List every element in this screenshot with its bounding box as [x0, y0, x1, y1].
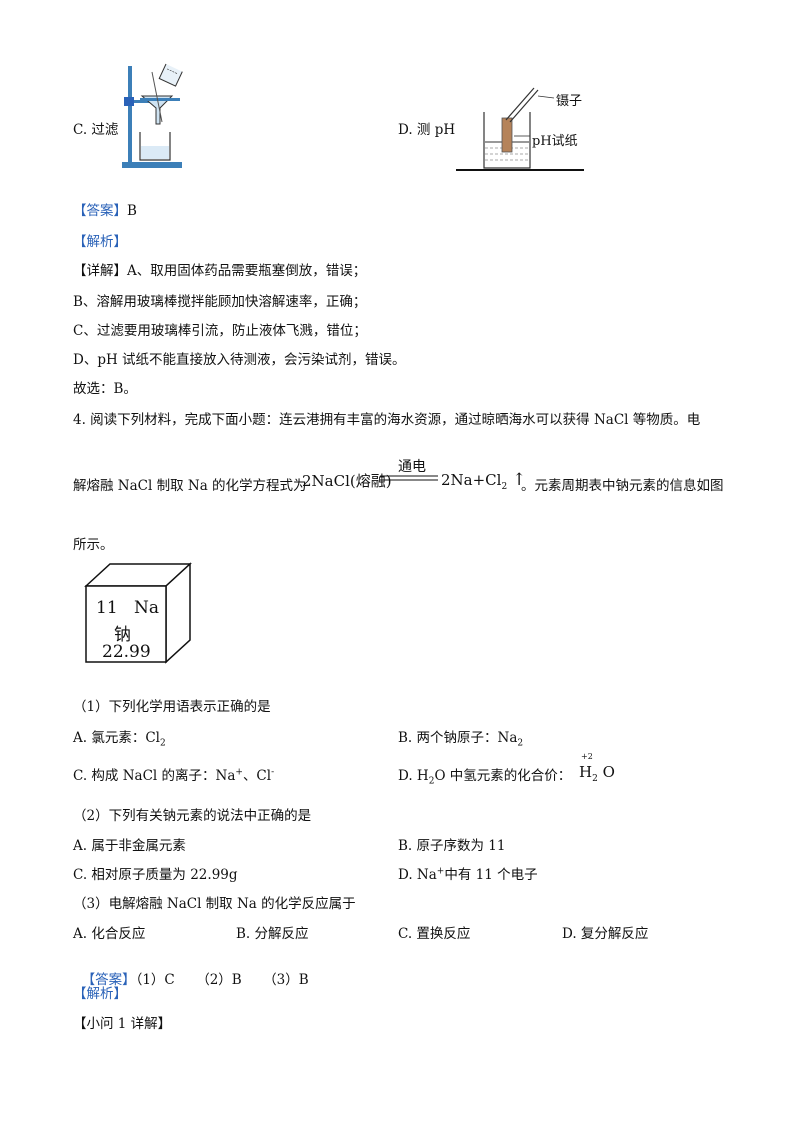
sub3-option-b: B. 分解反应: [236, 926, 309, 942]
element-number: 11: [96, 598, 118, 618]
sub3-option-d: D. 复分解反应: [562, 926, 649, 942]
option-text: A. 氯元素：Cl: [73, 730, 160, 746]
detail-tag: 【详解】: [73, 263, 127, 279]
option-text: 中有 11 个电子: [444, 867, 538, 883]
q4-intro-text-b: 。元素周期表中钠元素的信息如图: [521, 478, 724, 494]
detail-line-a: 【详解】A、取用固体药品需要瓶塞倒放，错误；: [73, 259, 366, 279]
option-text: O 中氢元素的化合价：: [434, 768, 572, 784]
q4-intro-line3: 所示。: [73, 537, 114, 553]
q4-answer-line: 【答案】（1）C （2）B （3）B: [73, 952, 309, 988]
sub3-option-a: A. 化合反应: [73, 926, 146, 942]
detail-line-b: B、溶解用玻璃棒搅拌能顾加快溶解速率，正确；: [73, 294, 367, 310]
gas-arrow: ↑: [511, 470, 527, 490]
option-c-label: C. 过滤: [73, 122, 119, 138]
formula-text: O: [597, 763, 615, 781]
equation-products: 2Na+Cl: [441, 471, 502, 489]
sub2-option-b: B. 原子序数为 11: [398, 838, 506, 854]
analysis-tag: 【解析】: [73, 234, 127, 250]
q4-intro-line1: 4. 阅读下列材料，完成下面小题：连云港拥有丰富的海水资源，通过晾晒海水可以获得…: [73, 412, 701, 428]
option-text: C. 构成 NaCl 的离子：Na: [73, 768, 236, 784]
sub2-option-a: A. 属于非金属元素: [73, 838, 186, 854]
sub1-option-d: D. H2O 中氢元素的化合价：: [398, 764, 571, 787]
answer-tag: 【答案】: [81, 972, 136, 988]
answer-value: （1）C （2）B （3）B: [135, 972, 309, 988]
subscript: 2: [517, 738, 524, 749]
subscript: 2: [428, 776, 435, 787]
option-text: D. H: [398, 768, 429, 784]
q4-intro-text: 解熔融 NaCl 制取 Na 的化学方程式为: [73, 478, 307, 494]
sub2-stem: （2）下列有关钠元素的说法中正确的是: [73, 808, 312, 824]
sub3-option-c: C. 置换反应: [398, 926, 471, 942]
answer-value: B: [127, 203, 137, 219]
detail-conclusion: 故选：B。: [73, 381, 137, 397]
ph-paper-label: pH试纸: [532, 134, 578, 149]
superscript: +: [235, 767, 243, 778]
detail-line-c: C、过滤要用玻璃棒引流，防止液体飞溅，错位；: [73, 323, 367, 339]
element-mass: 22.99: [102, 642, 151, 662]
q4-small-question-tag: 【小问 1 详解】: [73, 1016, 172, 1032]
q4-analysis-tag: 【解析】: [73, 986, 127, 1002]
sub1-stem: （1）下列化学用语表示正确的是: [73, 699, 271, 715]
q4-intro-line2: 解熔融 NaCl 制取 Na 的化学方程式为: [73, 474, 307, 494]
detail-line-d: D、pH 试纸不能直接放入待测液，会污染试剂，错误。: [73, 352, 406, 368]
sub1-option-a: A. 氯元素：Cl2: [73, 726, 166, 749]
valence-formula: H2 O: [579, 763, 615, 784]
subscript: 2: [592, 774, 598, 784]
sub2-option-d: D. Na+中有 11 个电子: [398, 863, 538, 884]
tweezers-label: 镊子: [556, 94, 583, 109]
element-name: 钠: [114, 625, 131, 645]
option-text: 、Cl: [242, 768, 272, 784]
ph-test-illustration: [456, 87, 584, 171]
equation-subscript: 2: [501, 482, 508, 492]
valence-mark: +2: [581, 752, 593, 761]
sub2-option-c: C. 相对原子质量为 22.99g: [73, 867, 238, 883]
equation-left: 2NaCl(熔融): [302, 472, 392, 490]
formula-text: H: [579, 763, 593, 781]
option-text: D. Na: [398, 867, 437, 883]
subscript: 2: [159, 738, 166, 749]
sub3-stem: （3）电解熔融 NaCl 制取 Na 的化学反应属于: [73, 896, 356, 912]
superscript: +: [436, 866, 445, 877]
q3-answer-line: 【答案】B: [73, 199, 137, 219]
element-cube-illustration: [84, 562, 192, 664]
superscript: -: [271, 767, 275, 778]
equation-condition: 通电: [398, 459, 426, 475]
answer-tag: 【答案】: [73, 203, 127, 219]
element-symbol: Na: [134, 598, 160, 618]
equation-right: 2Na+Cl2 ↑: [441, 470, 526, 492]
sub1-option-b: B. 两个钠原子：Na2: [398, 726, 523, 749]
sub1-option-c: C. 构成 NaCl 的离子：Na+、Cl-: [73, 764, 275, 785]
equation-double-line: [380, 475, 438, 481]
filtration-apparatus-illustration: [122, 63, 183, 168]
detail-text: A、取用固体药品需要瓶塞倒放，错误；: [127, 263, 367, 279]
option-text: B. 两个钠原子：Na: [398, 730, 518, 746]
option-d-label: D. 测 pH: [398, 122, 456, 138]
